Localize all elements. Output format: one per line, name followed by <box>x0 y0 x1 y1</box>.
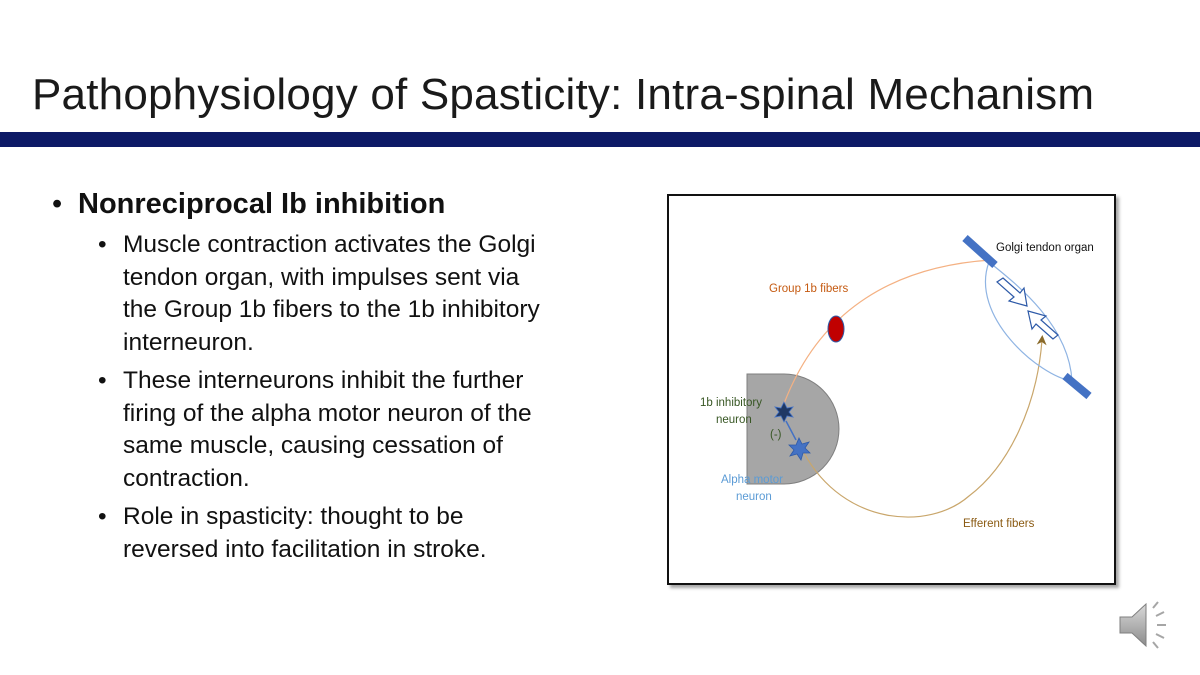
bullet-dot: • <box>98 367 107 394</box>
sub-bullet: • These interneurons inhibit the further… <box>98 365 558 495</box>
golgi-tendon-organ-label: Golgi tendon organ <box>996 242 1094 254</box>
bullet-dot: • <box>98 231 107 258</box>
inhibitory-interneuron-icon <box>774 401 794 423</box>
group-1b-fibers-label: Group 1b fibers <box>769 283 849 295</box>
stretch-arrow-down <box>996 277 1028 307</box>
sub-bullet-text: Role in spasticity: thought to be revers… <box>123 503 487 563</box>
tendon-bottom <box>1062 372 1092 400</box>
bullet-dot: • <box>98 503 107 530</box>
inhibition-sign: (-) <box>770 429 782 441</box>
alpha-motor-neuron-label-line2: neuron <box>736 491 772 503</box>
efferent-fiber <box>803 335 1047 518</box>
sub-bullet-text: Muscle contraction activates the Golgi t… <box>123 231 540 356</box>
speaker-icon-svg <box>1119 601 1166 649</box>
bullet-list: • Nonreciprocal Ib inhibition • Muscle c… <box>52 185 612 572</box>
sub-bullet-list: • Muscle contraction activates the Golgi… <box>98 229 558 566</box>
spinal-cord-shape <box>746 373 840 485</box>
dorsal-root-ganglion <box>827 315 845 343</box>
alpha-motor-neuron-icon <box>788 437 811 461</box>
inhibitory-neuron-label-line1: 1b inhibitory <box>700 397 762 409</box>
tendon-top <box>962 235 998 268</box>
sub-bullet: • Role in spasticity: thought to be reve… <box>98 501 558 566</box>
title-underline-bar <box>0 132 1200 147</box>
reflex-diagram-svg: Golgi tendon organ Group 1b fibers 1b in… <box>700 235 1094 530</box>
interneuron-connection <box>785 420 797 441</box>
sub-bullet-text: These interneurons inhibit the further f… <box>123 367 532 492</box>
alpha-motor-neuron-label-line1: Alpha motor <box>721 474 783 486</box>
inhibitory-neuron-label-line2: neuron <box>716 414 752 426</box>
sub-bullet: • Muscle contraction activates the Golgi… <box>98 229 558 359</box>
main-bullet-text: Nonreciprocal Ib inhibition <box>78 188 446 220</box>
group-1b-fiber <box>781 259 992 410</box>
efferent-fibers-label: Efferent fibers <box>963 518 1035 530</box>
main-bullet: • Nonreciprocal Ib inhibition <box>52 185 612 223</box>
stretch-arrow-up <box>1027 310 1059 340</box>
muscle-outline <box>984 261 1073 382</box>
speaker-icon[interactable] <box>1118 598 1178 659</box>
reflex-diagram: Golgi tendon organ Group 1b fibers 1b in… <box>667 194 1116 585</box>
slide-title: Pathophysiology of Spasticity: Intra-spi… <box>32 70 1095 119</box>
bullet-dot: • <box>52 188 63 220</box>
